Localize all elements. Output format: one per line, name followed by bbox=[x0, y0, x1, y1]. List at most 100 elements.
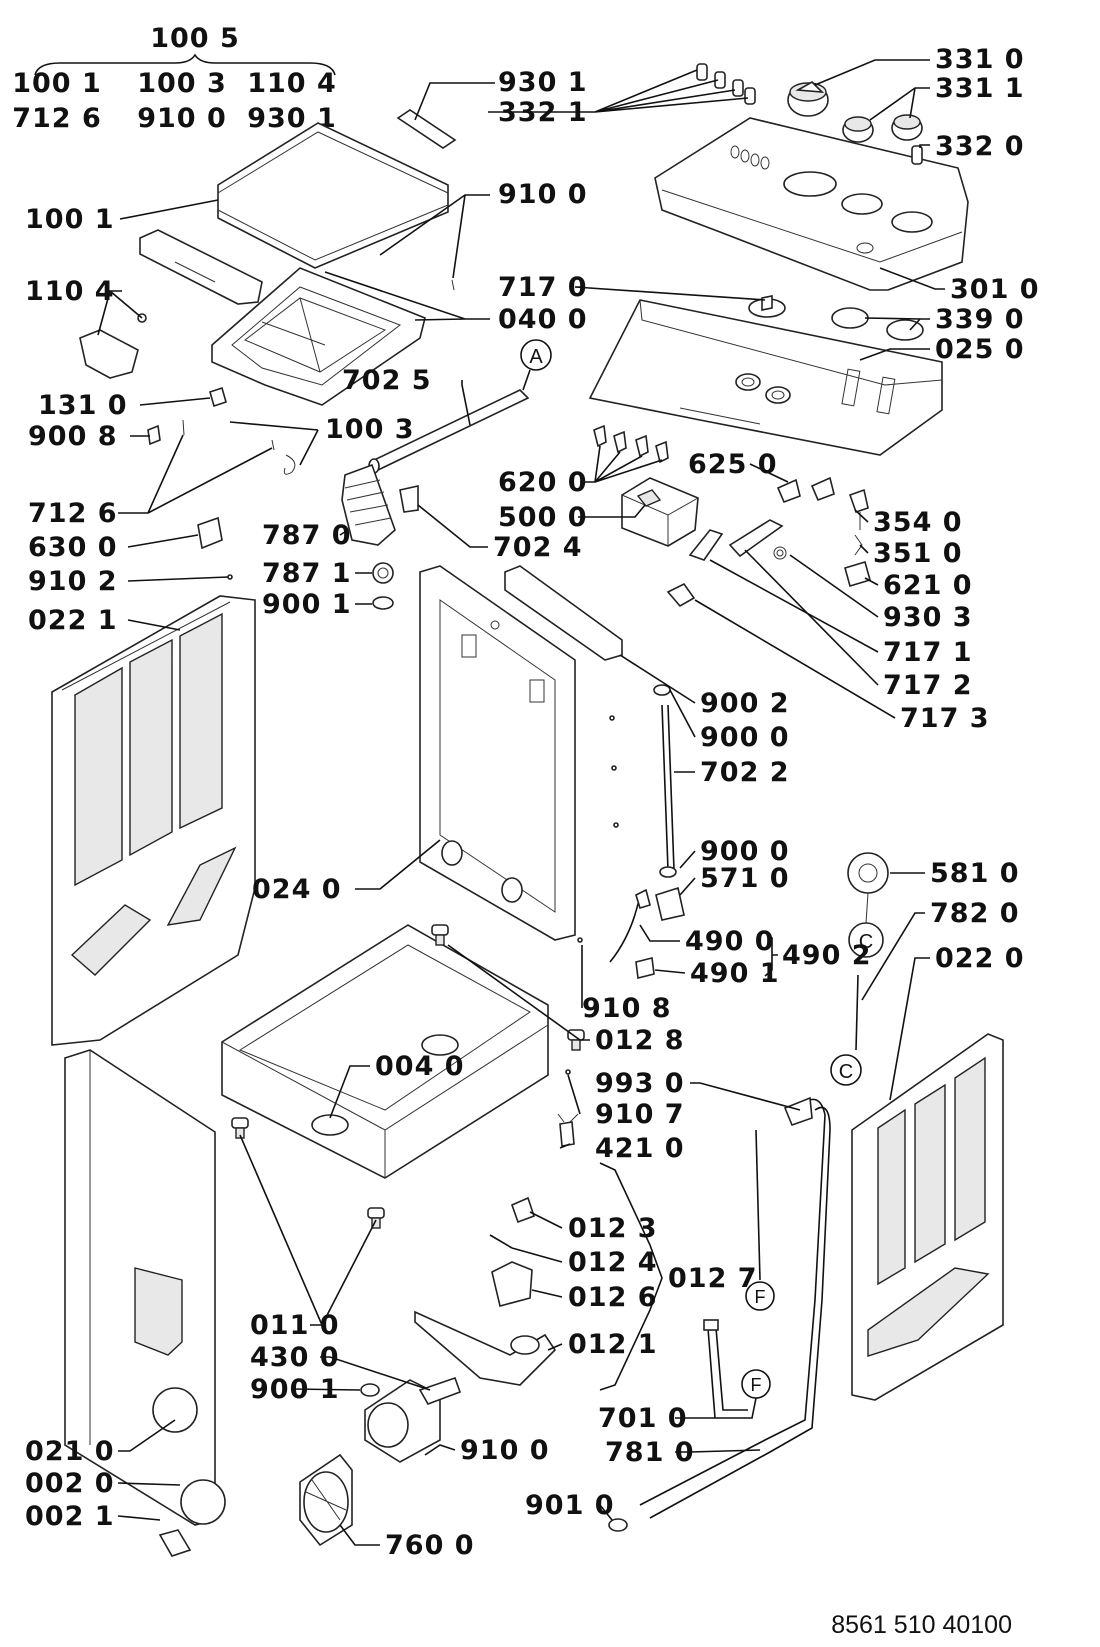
clamp-900-1-bottom bbox=[360, 1383, 380, 1397]
wire-part bbox=[854, 534, 863, 556]
label-712-6: 712 6 bbox=[28, 498, 118, 529]
header-row2-a: 712 6 bbox=[12, 103, 102, 134]
spring-930-3 bbox=[773, 546, 787, 560]
label-012-1: 012 1 bbox=[568, 1329, 658, 1360]
label-012-3: 012 3 bbox=[568, 1213, 658, 1244]
callout-a: A bbox=[529, 346, 543, 368]
label-760-0: 760 0 bbox=[385, 1530, 475, 1561]
label-717-1: 717 1 bbox=[883, 637, 973, 668]
capacitor-421-0 bbox=[559, 1121, 575, 1147]
part-717-3 bbox=[666, 582, 696, 608]
hose-701-0 bbox=[707, 1327, 757, 1419]
clamp-900-0-b bbox=[659, 866, 677, 878]
label-930-3: 930 3 bbox=[883, 602, 973, 633]
knob-hole-3 bbox=[891, 211, 933, 233]
front-panel bbox=[64, 1049, 216, 1526]
label-702-4: 702 4 bbox=[493, 532, 583, 563]
header-brace bbox=[34, 53, 336, 76]
label-040-0: 040 0 bbox=[498, 304, 588, 335]
header-group: 100 5 100 1 100 3 110 4 712 6 910 0 930 … bbox=[12, 23, 337, 134]
label-002-1: 002 1 bbox=[25, 1501, 115, 1532]
header-row1-b: 100 3 bbox=[137, 68, 227, 99]
label-331-1: 331 1 bbox=[935, 73, 1025, 104]
label-900-8: 900 8 bbox=[28, 421, 118, 452]
spring-part bbox=[283, 454, 296, 475]
callout-f2-circle bbox=[741, 1369, 771, 1399]
rod-f bbox=[755, 1129, 761, 1281]
foot-2 bbox=[567, 1029, 585, 1051]
label-620-0: 620 0 bbox=[498, 467, 588, 498]
label-301-0: 301 0 bbox=[950, 274, 1040, 305]
label-500-0: 500 0 bbox=[498, 502, 588, 533]
label-910-2: 910 2 bbox=[28, 566, 118, 597]
label-421-0: 421 0 bbox=[595, 1133, 685, 1164]
part-drawings: A bbox=[51, 63, 1004, 1557]
rod-782-0 bbox=[855, 974, 859, 1051]
left-side-panel bbox=[51, 595, 256, 1046]
micro-switches bbox=[593, 424, 669, 464]
top-lid bbox=[217, 122, 449, 269]
foot-3 bbox=[231, 1117, 249, 1139]
label-332-1: 332 1 bbox=[498, 97, 588, 128]
header-row1-a: 100 1 bbox=[12, 68, 102, 99]
label-910-0-bottom: 910 0 bbox=[460, 1435, 550, 1466]
header-group-title: 100 5 bbox=[150, 23, 240, 54]
label-910-8: 910 8 bbox=[582, 993, 672, 1024]
callout-c2: C bbox=[859, 931, 873, 953]
switch-621 bbox=[844, 560, 871, 588]
label-025-0: 025 0 bbox=[935, 334, 1025, 365]
label-782-0: 782 0 bbox=[930, 898, 1020, 929]
part-012-4 bbox=[489, 1234, 513, 1249]
label-339-0: 339 0 bbox=[935, 304, 1025, 335]
label-351-0: 351 0 bbox=[873, 538, 963, 569]
strip-part bbox=[396, 109, 457, 149]
label-630-0: 630 0 bbox=[28, 532, 118, 563]
light-pipe-part bbox=[911, 145, 923, 165]
label-011-0: 011 0 bbox=[250, 1310, 340, 1341]
label-900-2: 900 2 bbox=[700, 688, 790, 719]
label-717-0: 717 0 bbox=[498, 272, 588, 303]
header-row1-c: 110 4 bbox=[247, 68, 337, 99]
part-labels: 930 1 332 1 331 0 331 1 332 0 100 1 910 … bbox=[25, 44, 1040, 1561]
foot-1 bbox=[431, 924, 449, 946]
label-625-0: 625 0 bbox=[688, 449, 778, 480]
led-part-1 bbox=[776, 478, 801, 504]
filter-787-1 bbox=[372, 562, 394, 584]
label-332-0: 332 0 bbox=[935, 131, 1025, 162]
handle-part bbox=[79, 329, 139, 379]
label-024-0: 024 0 bbox=[252, 874, 342, 905]
lever-717-1 bbox=[688, 529, 724, 561]
front-trim bbox=[139, 229, 263, 305]
label-131-0: 131 0 bbox=[38, 390, 128, 421]
knob-large bbox=[787, 81, 829, 117]
header-row2-b: 910 0 bbox=[137, 103, 227, 134]
label-331-0: 331 0 bbox=[935, 44, 1025, 75]
label-012-6: 012 6 bbox=[568, 1282, 658, 1313]
right-side-panel bbox=[851, 1033, 1004, 1401]
label-110-4: 110 4 bbox=[25, 276, 115, 307]
valve-571-0 bbox=[655, 886, 685, 921]
label-900-1-bottom: 900 1 bbox=[250, 1374, 340, 1405]
foot-4 bbox=[367, 1207, 385, 1229]
cap-002-0 bbox=[180, 1479, 226, 1525]
led-part-2 bbox=[810, 476, 835, 502]
label-490-1: 490 1 bbox=[690, 958, 780, 989]
disc-left bbox=[831, 307, 869, 329]
part-490-1 bbox=[635, 957, 655, 979]
callout-f1: F bbox=[755, 1287, 766, 1307]
label-022-1: 022 1 bbox=[28, 605, 118, 636]
hose-702-2 bbox=[661, 704, 669, 871]
drain-pump bbox=[364, 1376, 462, 1463]
base-frame bbox=[221, 924, 549, 1179]
label-717-2: 717 2 bbox=[883, 670, 973, 701]
bar-900-2 bbox=[504, 565, 623, 661]
knob-hole-2 bbox=[841, 193, 883, 215]
part-012-6 bbox=[491, 1261, 533, 1307]
label-901-0: 901 0 bbox=[525, 1490, 615, 1521]
lever-717-2 bbox=[728, 519, 784, 558]
label-910-0-top: 910 0 bbox=[498, 179, 588, 210]
rear-frame bbox=[419, 565, 576, 941]
label-900-1-top: 900 1 bbox=[262, 589, 352, 620]
label-571-0: 571 0 bbox=[700, 863, 790, 894]
